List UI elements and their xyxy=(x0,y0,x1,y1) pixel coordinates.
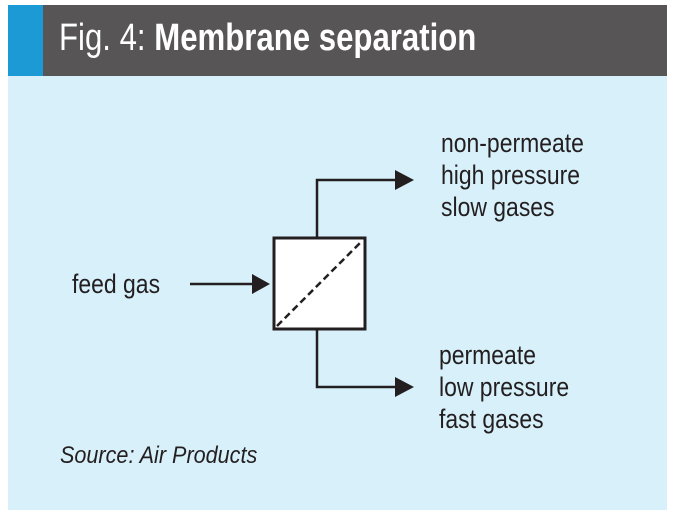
permeate-line-2: low pressure xyxy=(439,372,570,402)
figure-title: Fig. 4: Membrane separation xyxy=(59,17,476,60)
source-note: Source: Air Products xyxy=(60,442,258,469)
title-prefix: Fig. 4: xyxy=(59,17,146,59)
non-permeate-line-2: high pressure xyxy=(441,160,581,190)
permeate-line-3: fast gases xyxy=(439,404,544,434)
membrane-line xyxy=(276,240,363,327)
figure-header: Fig. 4: Membrane separation xyxy=(8,5,667,76)
feed-gas-label: feed gas xyxy=(72,269,161,299)
accent-bar xyxy=(8,5,43,76)
non-permeate-labels: non-permeate high pressure slow gases xyxy=(441,127,584,223)
permeate-arrowhead xyxy=(395,377,414,397)
permeate-line xyxy=(315,329,397,389)
permeate-line-1: permeate xyxy=(439,340,536,370)
non-permeate-arrowhead xyxy=(395,170,414,190)
non-permeate-line-3: slow gases xyxy=(441,192,555,222)
feed-arrowhead xyxy=(252,274,270,294)
permeate-labels: permeate low pressure fast gases xyxy=(439,339,569,435)
non-permeate-line xyxy=(315,178,397,238)
non-permeate-line-1: non-permeate xyxy=(441,128,584,158)
title-main: Membrane separation xyxy=(154,17,477,59)
